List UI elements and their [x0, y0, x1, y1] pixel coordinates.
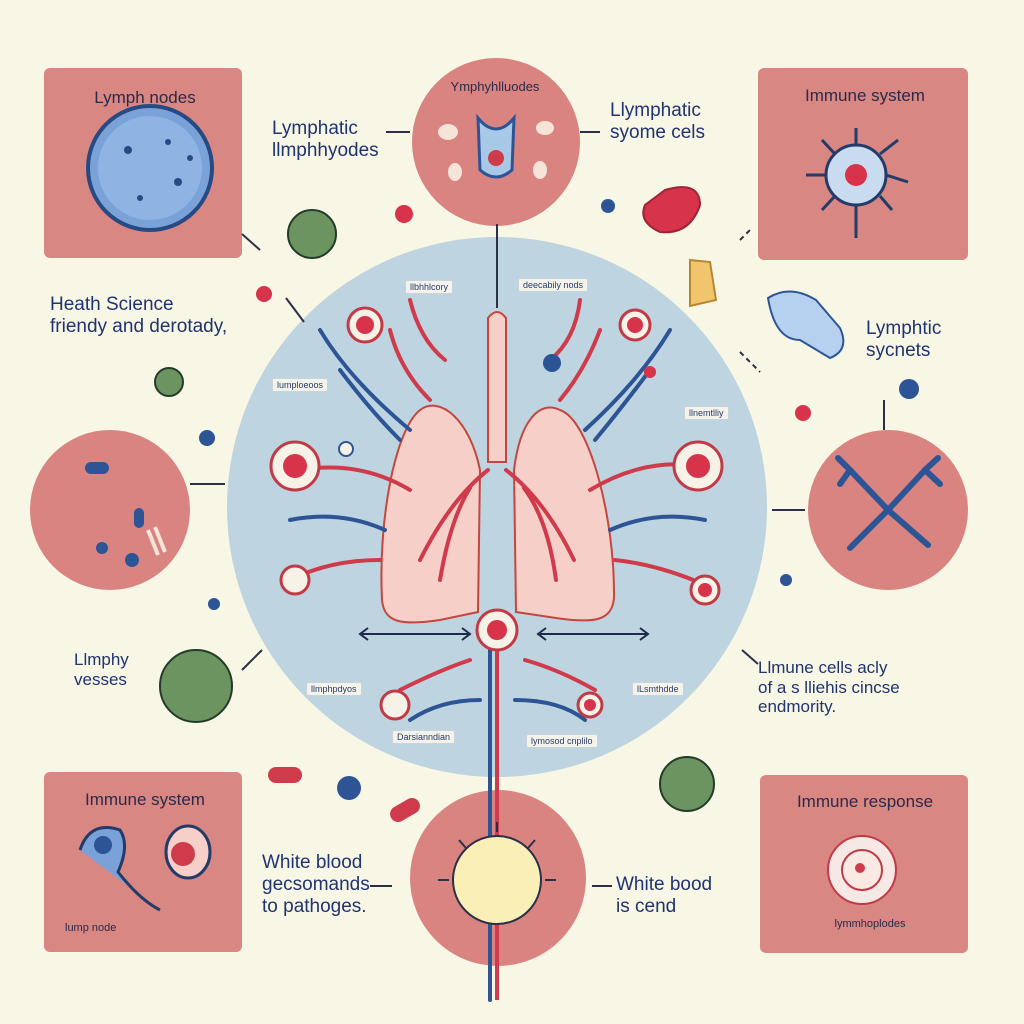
panel-caption-lymmhoplodes: lymmhoplodes — [834, 918, 906, 930]
left-lung — [380, 404, 482, 624]
label-lymphatic-lymphoides: Lymphatic llmphhyodes — [272, 118, 379, 161]
immune-cell-icon — [806, 128, 909, 238]
label-immune-cells-note: Llmune cells acly of a s lliehis cincse … — [758, 658, 900, 717]
center-circle — [227, 237, 767, 777]
label-lymphy-vesses: Llmphy vesses — [74, 650, 129, 689]
panel-title-immune-system-top: Immune system — [805, 86, 925, 105]
floating-particles — [199, 186, 919, 822]
panel-title-top-center: Ymphyhlluodes — [450, 79, 540, 94]
tag-2: deecabily nods — [518, 278, 589, 292]
panel-title-immune-response: Immune response — [796, 792, 934, 811]
tag-8: lymosod cnplilo — [526, 734, 598, 748]
panel-caption-lump-node: lump node — [65, 922, 117, 934]
label-white-blood-right: White bood is cend — [616, 874, 713, 917]
panel-title-lymph-nodes: Lymph nodes — [94, 88, 196, 107]
label-white-blood-left: White blood gecsomands to pathoges. — [262, 852, 370, 917]
right-lung — [512, 406, 616, 622]
vein-network — [288, 328, 707, 1002]
label-health-science: Heath Science friendy and derotady, — [50, 294, 228, 337]
label-lymphatic-cells: Llymphatic syome cels — [610, 100, 706, 143]
tag-5: llmphpdyos — [306, 682, 362, 696]
target-cell-icon — [827, 835, 897, 905]
lymphocyte-icon — [438, 113, 554, 181]
virus-icons — [154, 209, 715, 812]
trachea — [487, 311, 507, 463]
tag-6: lLsmthdde — [632, 682, 684, 696]
panel-bottom-left — [44, 772, 242, 952]
lymph-node-cell-icon — [86, 104, 214, 232]
dendritic-cell-icon — [835, 455, 943, 551]
macrophage-icon — [78, 824, 212, 912]
tag-4: llnemtlliy — [684, 406, 729, 420]
label-lymphatic-sycnets: Lymphtic sycnets — [866, 318, 942, 361]
tag-7: Darsianndian — [392, 730, 456, 744]
tag-1: llbhhlcory — [405, 280, 454, 294]
white-blood-cell-icon — [438, 822, 556, 925]
panel-title-immune-system-bottom: Immune system — [85, 790, 205, 809]
tag-3: lumploeoos — [272, 378, 329, 392]
lymph-nodes-inner — [269, 306, 724, 721]
circle-left — [30, 430, 190, 590]
pathogen-cluster-icon — [85, 462, 167, 567]
